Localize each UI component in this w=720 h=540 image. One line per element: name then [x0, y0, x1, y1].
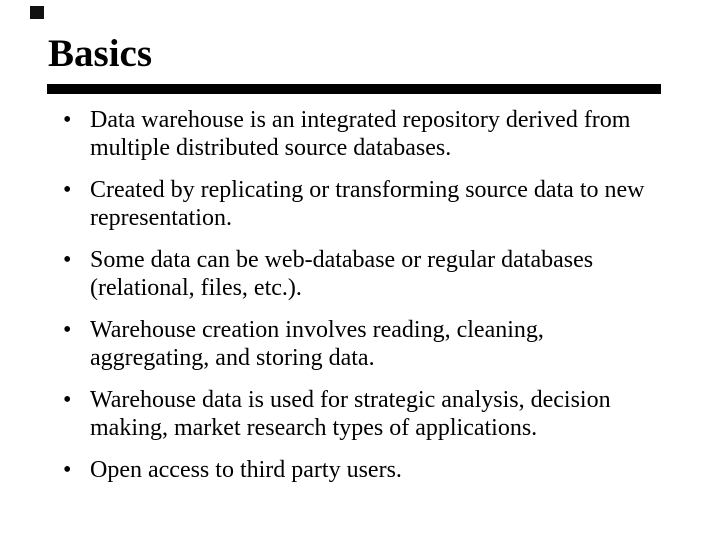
bullet-line: multiple distributed source databases.: [90, 135, 452, 161]
bullet-line: Created by replicating or transforming s…: [90, 177, 645, 203]
bullet-item: • Created by replicating or transforming…: [48, 176, 688, 232]
bullet-marker: •: [63, 457, 72, 483]
bullet-line: aggregating, and storing data.: [90, 345, 375, 371]
bullet-item: • Warehouse data is used for strategic a…: [48, 386, 688, 442]
bullet-marker: •: [63, 107, 72, 133]
bullet-list: • Data warehouse is an integrated reposi…: [48, 106, 688, 498]
bullet-line: Warehouse creation involves reading, cle…: [90, 317, 544, 343]
bullet-line: Open access to third party users.: [90, 457, 402, 483]
bullet-line: Some data can be web-database or regular…: [90, 247, 594, 273]
bullet-line: making, market research types of applica…: [90, 415, 538, 441]
bullet-item: • Some data can be web-database or regul…: [48, 246, 688, 302]
bullet-line: representation.: [90, 205, 232, 231]
bullet-marker: •: [63, 247, 72, 273]
bullet-item: • Data warehouse is an integrated reposi…: [48, 106, 688, 162]
bullet-line: Warehouse data is used for strategic ana…: [90, 387, 611, 413]
bullet-item: • Warehouse creation involves reading, c…: [48, 316, 688, 372]
bullet-item: • Open access to third party users.: [48, 456, 688, 484]
corner-square-decoration: [30, 6, 44, 19]
bullet-marker: •: [63, 177, 72, 203]
bullet-marker: •: [63, 387, 72, 413]
title-rule: [47, 84, 661, 94]
bullet-line: Data warehouse is an integrated reposito…: [90, 107, 631, 133]
bullet-line: (relational, files, etc.).: [90, 275, 302, 301]
slide-title: Basics: [48, 32, 153, 75]
bullet-marker: •: [63, 317, 72, 343]
